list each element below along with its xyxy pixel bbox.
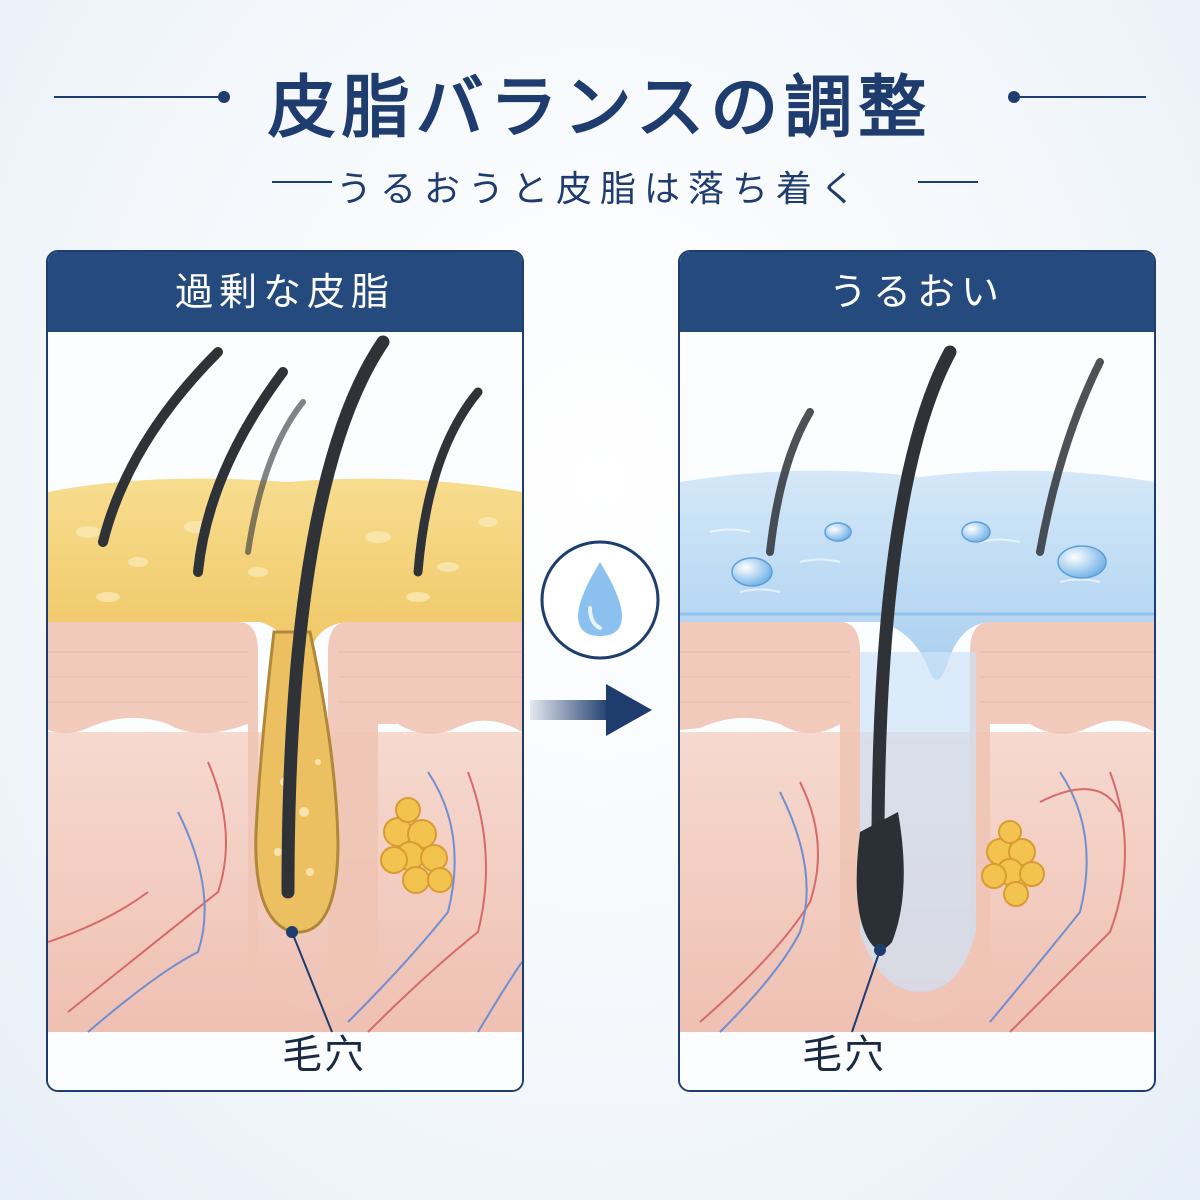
moisture-surface-layer [680, 470, 1154, 680]
blood-vessels [699, 771, 1126, 1033]
subtitle-rule-right [918, 181, 978, 183]
title-rule-right [1018, 96, 1146, 98]
subtitle-rule-left [272, 181, 332, 183]
title-dot-right [1008, 91, 1020, 103]
moisture-panel: うるおい [678, 250, 1156, 1092]
pore-label: 毛穴 [282, 1032, 366, 1078]
pore-label: 毛穴 [802, 1032, 886, 1078]
title-rule-left [54, 96, 224, 98]
sebaceous-gland [380, 797, 453, 894]
excess-sebum-panel: 過剰な皮脂 [46, 250, 524, 1092]
sebum-surface-layer [48, 478, 522, 692]
hair-strands [766, 345, 1104, 839]
blood-vessels [48, 761, 522, 1033]
pore-pointer-line [291, 931, 333, 1033]
arrow-right-icon [530, 684, 652, 736]
pore-pointer-dot [286, 926, 298, 938]
excess-sebum-illustration [48, 332, 522, 1090]
pore-pointer-line [851, 949, 881, 1033]
page-subtitle: うるおうと皮脂は落ち着く [335, 169, 864, 210]
water-droplets [731, 521, 1107, 587]
epidermis-layer [48, 622, 522, 1012]
excess-sebum-heading: 過剰な皮脂 [48, 252, 522, 332]
epidermis-cells [48, 651, 522, 703]
moisture-illustration [680, 332, 1154, 1090]
epidermis-layer [680, 622, 1154, 1022]
pore-pointer-dot [874, 944, 886, 956]
hair-strands [98, 335, 483, 899]
water-drop-icon [540, 540, 660, 660]
title-dot-left [218, 91, 230, 103]
hair-bulb [856, 812, 904, 950]
sebaceous-gland [981, 820, 1045, 907]
epidermis-cells [680, 651, 1154, 703]
moisture-heading: うるおい [680, 252, 1154, 332]
page-title: 皮脂バランスの調整 [267, 68, 933, 148]
